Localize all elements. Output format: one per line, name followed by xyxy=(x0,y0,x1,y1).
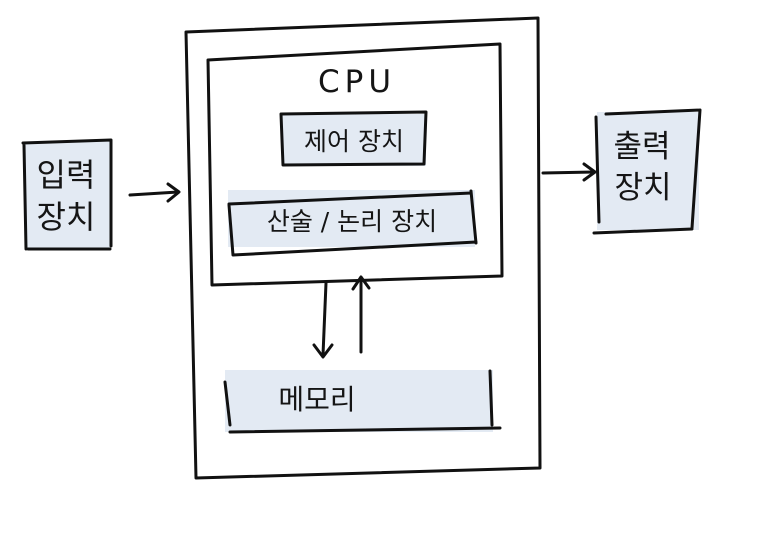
memory-label: 메모리 xyxy=(278,383,355,416)
arrow-cpu-to-output xyxy=(541,162,597,182)
arrow-cpu-to-memory xyxy=(312,281,334,359)
cpu-box: CPU xyxy=(206,42,504,287)
memory-box: 메모리 xyxy=(223,369,502,434)
control-unit-box: 제어 장치 xyxy=(279,110,428,167)
output-device-label-line2: 장치 xyxy=(614,170,671,206)
input-device-label-line1: 입력 xyxy=(37,156,96,194)
control-unit-label: 제어 장치 xyxy=(304,127,404,156)
alu-label: 산술 / 논리 장치 xyxy=(267,207,437,236)
output-device-label-line1: 출력 xyxy=(613,129,670,165)
cpu-title: CPU xyxy=(318,64,396,100)
arrow-input-to-cpu xyxy=(128,182,181,203)
input-device-label-line2: 장치 xyxy=(37,198,96,236)
computer-outer-box xyxy=(184,16,542,480)
output-device-box: 출력 장치 xyxy=(592,108,702,235)
input-device-box: 입력 장치 xyxy=(21,138,113,251)
arrow-memory-to-cpu xyxy=(351,275,371,354)
alu-box: 산술 / 논리 장치 xyxy=(227,189,478,257)
